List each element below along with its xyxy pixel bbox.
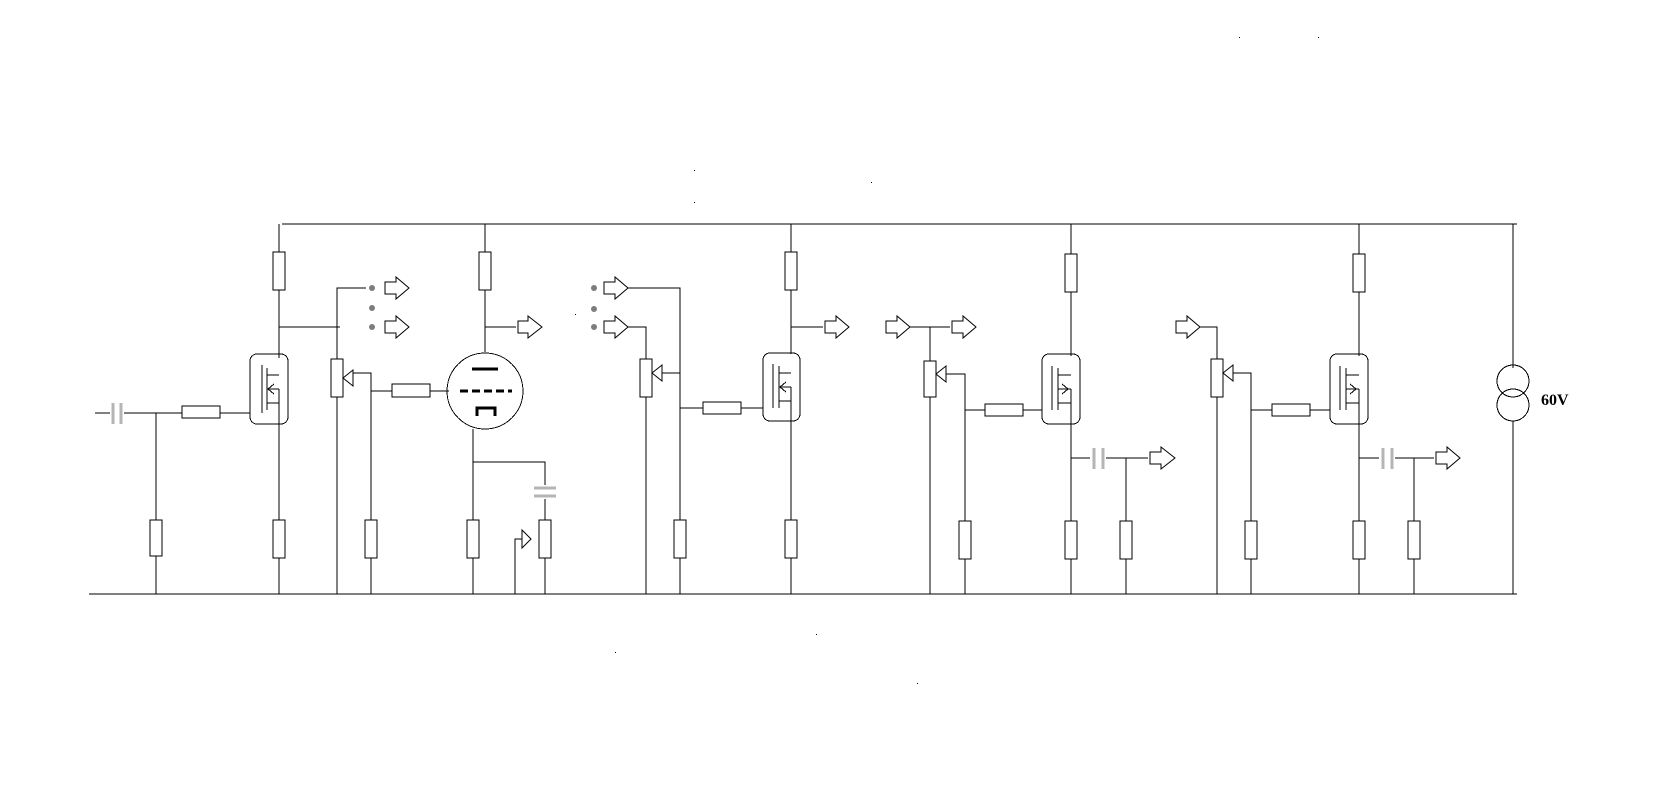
output-tap-arrow [604, 277, 628, 299]
output-coupling-capacitor [1094, 448, 1103, 469]
mosfet-body [1330, 354, 1368, 424]
plate-output-arrow [518, 316, 542, 338]
supply-voltage-label: 60V [1541, 392, 1569, 409]
mosfet-body [250, 354, 288, 424]
source-resistor [1065, 521, 1077, 559]
output-tap-arrow [604, 316, 628, 338]
mosfet-body [763, 353, 800, 421]
drain-resistor [1353, 254, 1365, 292]
power-supply-source: 60V [1497, 224, 1569, 594]
input-bias-resistor [150, 520, 162, 556]
output-load-resistor [1408, 521, 1420, 559]
cathode-resistor [467, 520, 479, 558]
bias-resistor [674, 520, 686, 558]
stage-4-output-arrow [1436, 447, 1460, 469]
gate-resistor [985, 404, 1023, 416]
triode-tube [447, 353, 523, 429]
mosfet-body [1042, 354, 1080, 424]
jumper-block-left [337, 277, 409, 594]
mosfet-stage-1 [250, 224, 340, 594]
output-load-resistor [1120, 521, 1132, 559]
source-resistor [785, 520, 797, 558]
gain-potentiometer [640, 359, 652, 397]
stray-specks [575, 37, 1319, 684]
gain-potentiometer [1211, 359, 1223, 397]
input-stage [95, 403, 250, 594]
cathode-potentiometer [539, 520, 551, 558]
source-resistor [273, 520, 285, 558]
gain-potentiometer [924, 361, 936, 397]
mosfet-stage-2 [640, 224, 849, 594]
stage-3-thru-arrow [952, 316, 976, 338]
stage-3-input-arrow [886, 316, 910, 338]
input-coupling-capacitor [113, 403, 121, 424]
gate-resistor [703, 402, 741, 414]
drain-resistor [785, 252, 797, 290]
gate-resistor [1272, 404, 1310, 416]
cathode-bypass-capacitor [534, 488, 556, 496]
vacuum-tube-stage [447, 224, 556, 594]
plate-resistor [479, 252, 491, 290]
source-resistor [1353, 521, 1365, 559]
output-tap-arrow [385, 277, 409, 299]
output-coupling-capacitor [1383, 448, 1392, 469]
grid-potentiometer [331, 359, 449, 594]
mosfet-stage-3 [886, 224, 1175, 594]
grid-bias-resistor [365, 520, 377, 558]
stage-2-output-arrow [825, 316, 849, 338]
bias-resistor [959, 521, 971, 559]
grid-stopper-resistor [392, 384, 430, 397]
drain-resistor [273, 252, 285, 290]
bias-resistor [1245, 521, 1257, 559]
stage-4-input-arrow [1176, 316, 1200, 338]
output-tap-arrow [385, 316, 409, 338]
gate-resistor [182, 406, 220, 418]
stage-3-output-arrow [1150, 447, 1175, 469]
drain-resistor [1065, 254, 1077, 292]
mosfet-stage-4 [1176, 224, 1460, 594]
jumper-block-middle [591, 277, 680, 594]
